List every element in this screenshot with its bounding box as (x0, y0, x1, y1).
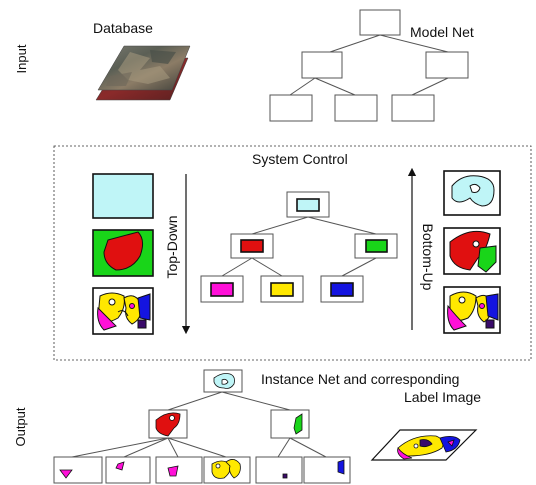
instance-leaf (155, 456, 203, 484)
input-label: Input (14, 44, 29, 74)
output-label: Output (13, 407, 28, 447)
bottom-up-label: Bottom-Up (420, 223, 436, 291)
top-down-segments-shapes (97, 292, 151, 331)
top-down-red-blob (103, 231, 144, 271)
top-down-box-empty (92, 173, 154, 219)
database-image-stack (95, 45, 191, 101)
instance-leaf (255, 456, 303, 484)
database-label: Database (93, 20, 153, 36)
system-node-blue (320, 275, 364, 303)
model-net-leaf (269, 94, 313, 122)
label-image (370, 429, 478, 461)
instance-net-label-line1: Instance Net and corresponding (261, 371, 460, 387)
model-net-leaf (334, 94, 378, 122)
top-down-label: Top-Down (164, 215, 180, 279)
model-net-node (301, 51, 343, 79)
instance-leaf (105, 456, 151, 484)
bottom-up-column (443, 170, 501, 334)
model-net-root (359, 9, 401, 36)
system-control-label: System Control (252, 151, 348, 167)
model-net-label: Model Net (410, 24, 474, 40)
top-down-column (92, 173, 154, 335)
instance-node-green (270, 409, 310, 439)
model-net-leaf (391, 94, 435, 122)
instance-net-tree (53, 369, 351, 484)
system-control-frame (53, 145, 532, 361)
instance-net-label-line2: Label Image (404, 389, 482, 405)
model-net-tree (269, 9, 469, 122)
model-net-node (425, 51, 469, 79)
database-texture (118, 52, 170, 84)
system-control-tree (200, 191, 398, 303)
